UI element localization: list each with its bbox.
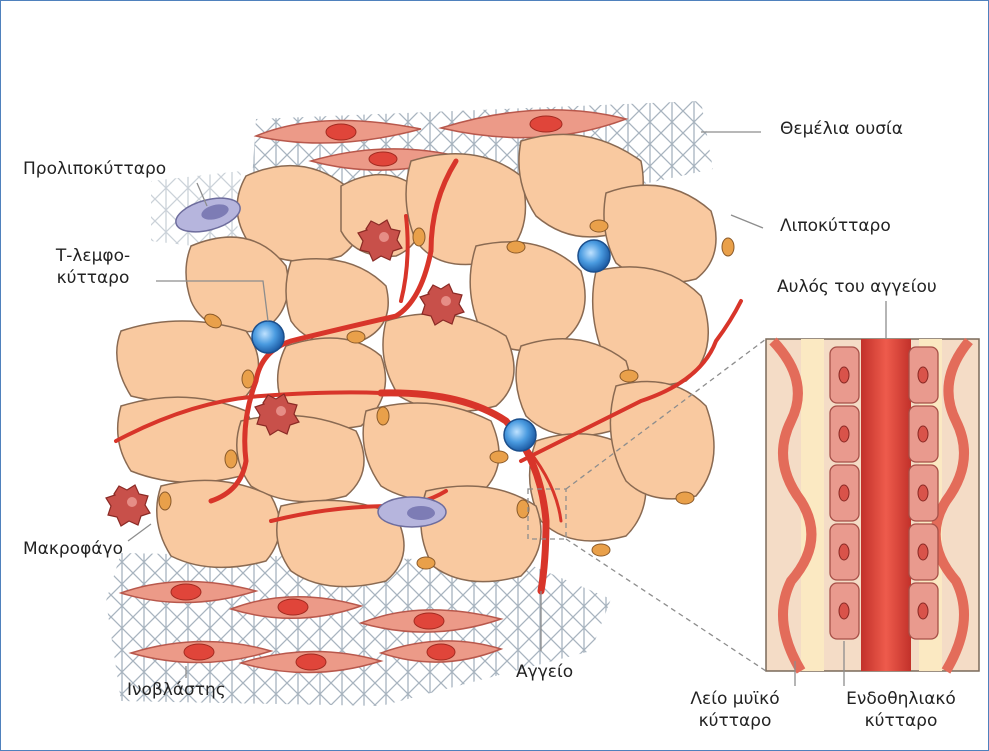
label-ground-substance: Θεμέλια ουσία [780, 118, 903, 140]
label-fibroblast: Ινοβλάστης [127, 679, 226, 701]
label-smooth-muscle-line2: κύτταρο [690, 710, 779, 732]
label-endothelial-line1: Ενδοθηλιακό [846, 688, 956, 710]
label-vessel: Αγγείο [516, 661, 573, 683]
label-endothelial-cell: Ενδοθηλιακό κύτταρο [846, 688, 956, 732]
label-smooth-muscle-cell: Λείο μυϊκό κύτταρο [690, 688, 779, 732]
label-adipocyte: Λιποκύτταρο [780, 215, 891, 237]
label-vessel-lumen: Αυλός του αγγείου [777, 276, 937, 298]
label-t-lymphocyte: Τ-λεμφο- κύτταρο [56, 245, 130, 289]
label-t-lymphocyte-line2: κύτταρο [56, 267, 130, 289]
label-preadipocyte: Προλιποκύτταρο [23, 158, 166, 180]
label-macrophage: Μακροφάγο [23, 538, 123, 560]
vessel-inset [766, 339, 979, 671]
label-t-lymphocyte-line1: Τ-λεμφο- [56, 245, 130, 267]
label-endothelial-line2: κύτταρο [846, 710, 956, 732]
label-smooth-muscle-line1: Λείο μυϊκό [690, 688, 779, 710]
